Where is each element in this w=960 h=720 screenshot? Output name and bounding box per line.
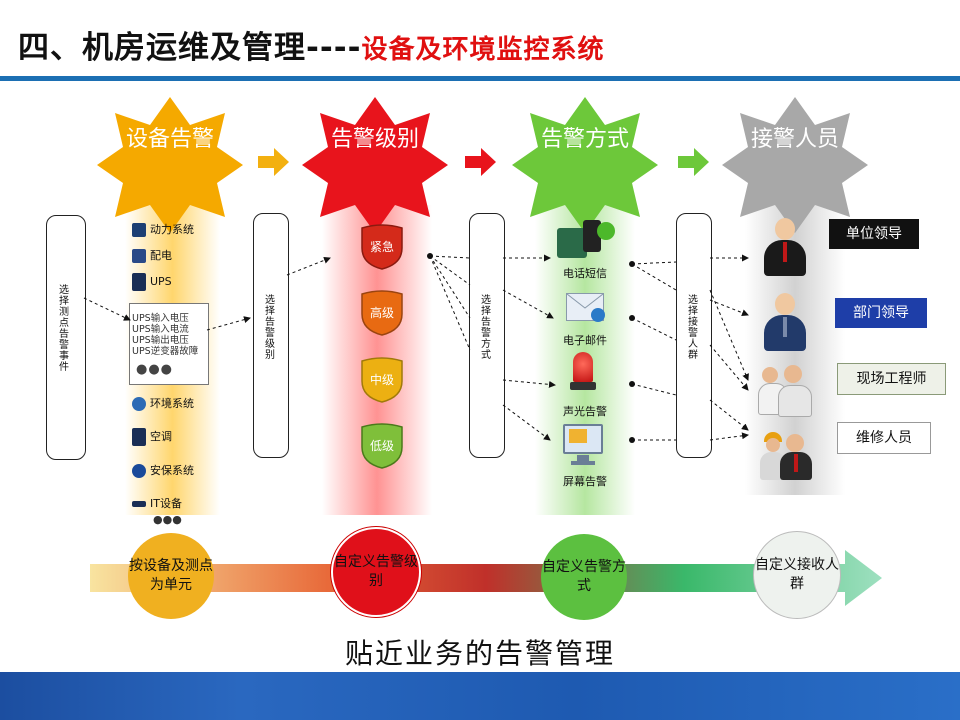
dash-arrow — [503, 380, 555, 385]
bubble-custom-method: 自定义告警方式 — [541, 534, 627, 620]
dash-line — [632, 262, 676, 264]
dash-arrow — [710, 400, 748, 430]
dash-arrow — [710, 435, 748, 440]
dash-arrow — [84, 298, 130, 320]
footer-band — [0, 672, 960, 720]
dash-line — [430, 256, 470, 258]
dash-line — [430, 256, 470, 285]
bubble-custom-level: 自定义告警级别 — [331, 527, 421, 617]
bubble-by-device-point: 按设备及测点为单元 — [128, 533, 214, 619]
bottom-caption: 贴近业务的告警管理 — [0, 632, 960, 672]
dash-arrow — [207, 318, 250, 330]
dash-line — [632, 264, 676, 290]
dash-line — [430, 256, 470, 318]
dash-line — [632, 318, 676, 340]
dash-line — [632, 384, 676, 395]
dash-arrow — [503, 405, 550, 440]
dash-arrow — [503, 290, 553, 318]
dash-arrow — [287, 258, 330, 275]
dash-arrow — [710, 345, 748, 390]
dash-arrow — [710, 290, 748, 380]
bubble-custom-receivers: 自定义接收人群 — [753, 531, 841, 619]
